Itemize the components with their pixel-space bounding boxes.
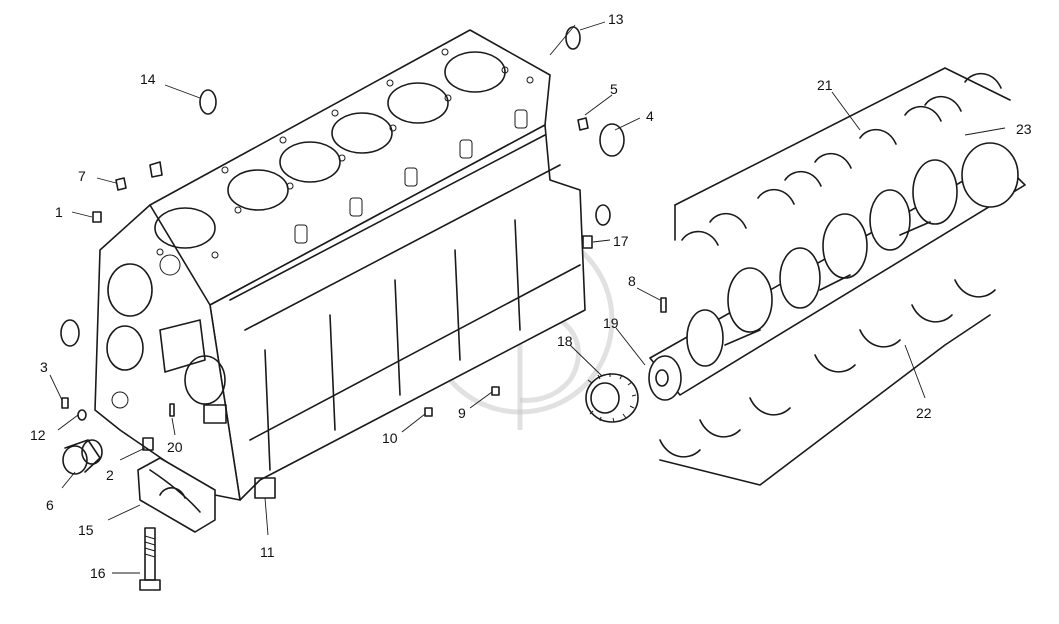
dowel-2-shape (142, 437, 154, 451)
callout-13: 13 (608, 11, 624, 27)
callout-22: 22 (916, 405, 932, 421)
callout-3: 3 (40, 359, 48, 375)
callout-17: 17 (613, 233, 629, 249)
callout-9: 9 (458, 405, 466, 421)
plug-9-shape (491, 386, 500, 396)
callout-12: 12 (30, 427, 46, 443)
sleeve-shape (149, 161, 163, 178)
callout-18: 18 (557, 333, 573, 349)
callout-20: 20 (167, 439, 183, 455)
plug-1-shape (92, 211, 102, 223)
plug-10-shape (424, 407, 433, 417)
pin-20-shape (169, 403, 175, 417)
callout-16: 16 (90, 565, 106, 581)
plate-4-shape (599, 123, 625, 157)
bushing-6-shape (62, 439, 103, 475)
callout-1: 1 (55, 204, 63, 220)
dowel-5-shape (577, 117, 589, 131)
lower-bearing-shells (659, 279, 996, 486)
plug-14-shape (199, 89, 217, 115)
callout-21: 21 (817, 77, 833, 93)
callout-4: 4 (646, 108, 654, 124)
dowel-3-shape (61, 397, 69, 409)
leader-lines (49, 21, 1006, 574)
plug-13-shape (565, 26, 581, 50)
callout-10: 10 (382, 430, 398, 446)
callout-2: 2 (106, 467, 114, 483)
washer-12-shape (77, 409, 87, 421)
plug-17-shape (582, 235, 593, 249)
bearing-cap-15-shape (137, 457, 216, 533)
callout-5: 5 (610, 81, 618, 97)
timing-gear-18-shape (585, 373, 639, 423)
callout-11: 11 (260, 544, 275, 560)
seal-shape (595, 204, 611, 226)
dowel-7-shape (115, 177, 127, 191)
callout-23: 23 (1016, 121, 1032, 137)
callout-14: 14 (140, 71, 156, 87)
callout-7: 7 (78, 168, 86, 184)
small-parts (61, 26, 667, 591)
callout-6: 6 (46, 497, 54, 513)
callout-15: 15 (78, 522, 94, 538)
callouts: 13 14 5 4 7 1 17 8 18 19 3 12 6 2 20 15 … (30, 11, 1032, 581)
crankshaft (648, 142, 1026, 401)
callout-19: 19 (603, 315, 619, 331)
bolt-16-shape (139, 527, 161, 591)
callout-8: 8 (628, 273, 636, 289)
pin-8-shape (660, 297, 667, 313)
upper-bearing-shells (674, 67, 1011, 246)
cylinder-block (60, 29, 586, 501)
